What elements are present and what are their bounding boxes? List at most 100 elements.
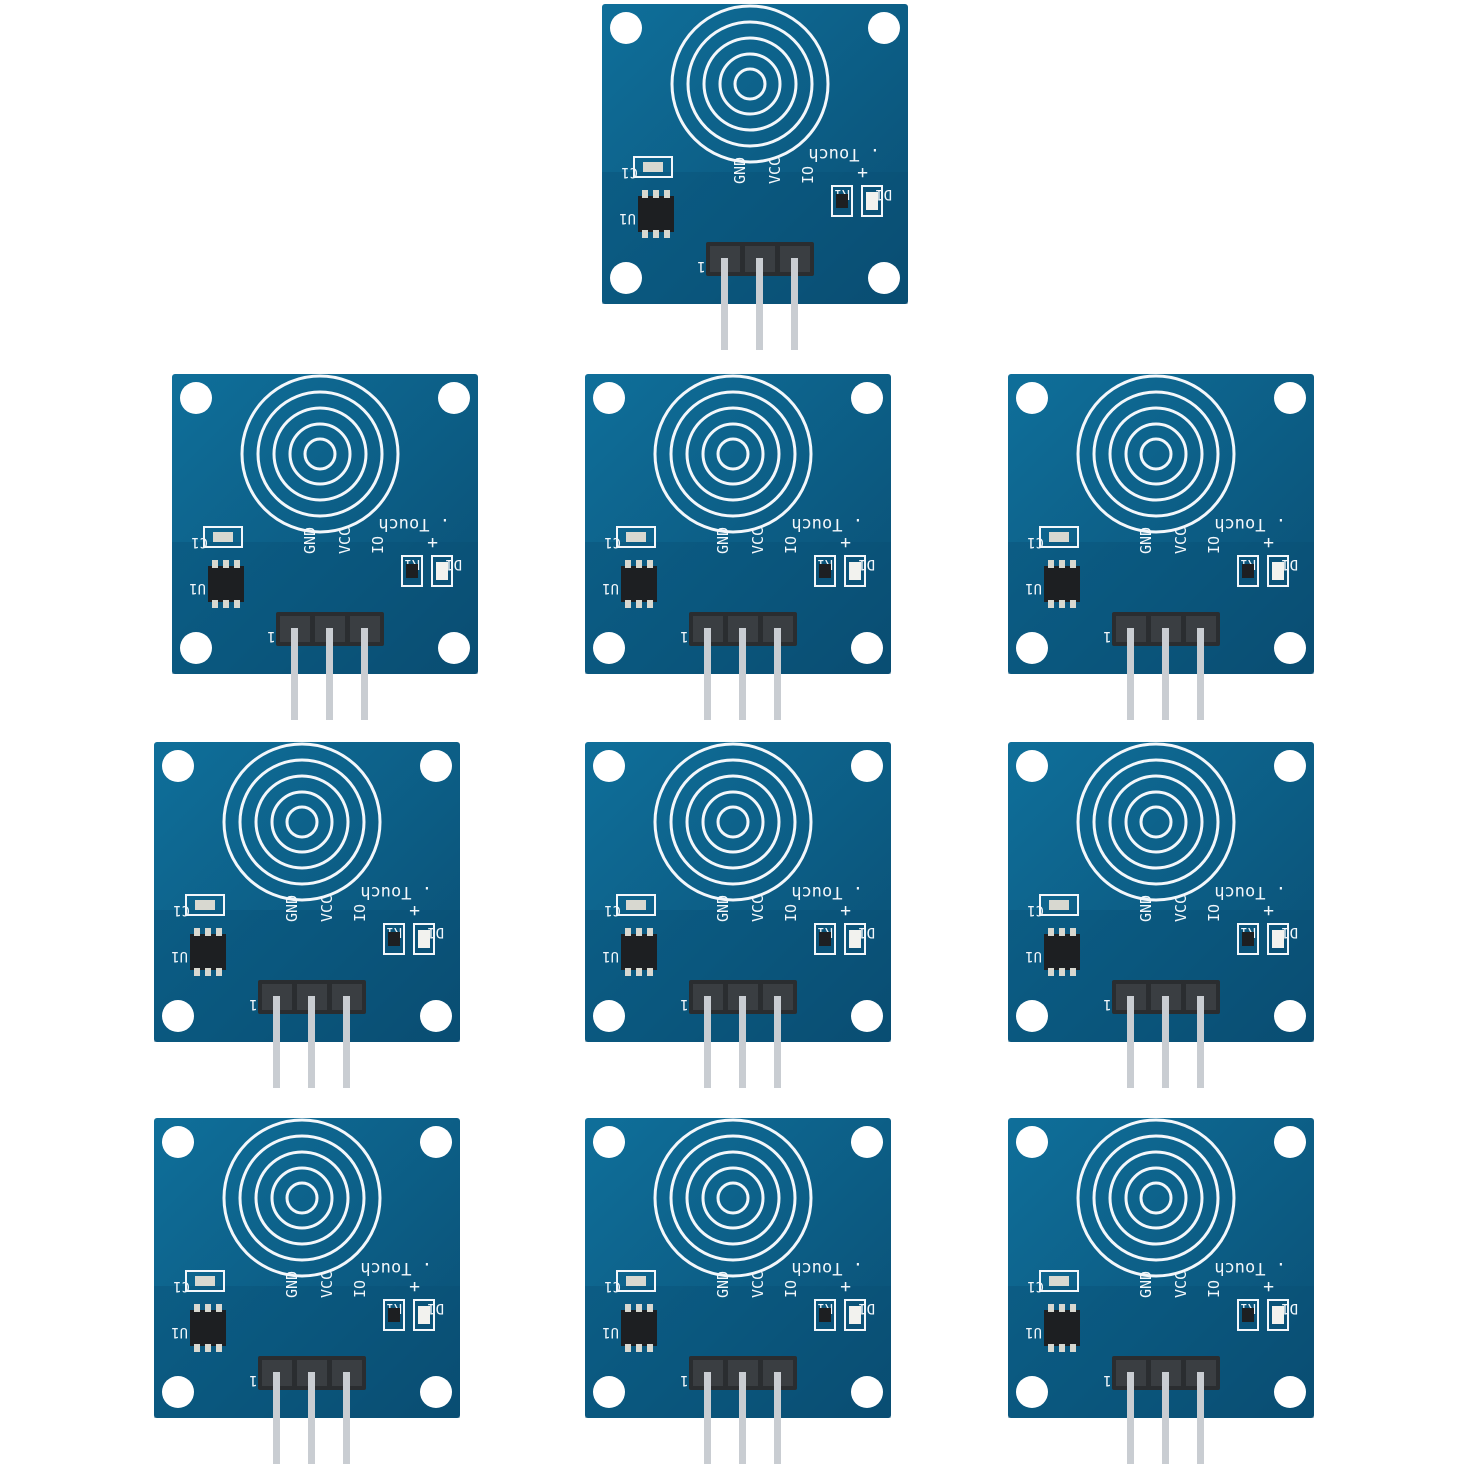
- pin-vcc-label: VCC: [1172, 895, 1190, 922]
- plus-sign: +: [857, 162, 868, 183]
- pin-io: [1197, 628, 1204, 720]
- mounting-hole: [851, 1376, 883, 1408]
- chip-label: U1: [619, 210, 636, 226]
- pin-gnd-label: GND: [714, 527, 732, 554]
- plus-sign: +: [840, 532, 851, 553]
- touch-label: . Touch: [378, 514, 450, 534]
- pin-header: [1112, 980, 1220, 1088]
- touch-sensor-module: . Touch C1 U1 D1 R1 + J1 IO VCC GND: [583, 372, 893, 722]
- pin-gnd: [704, 628, 711, 720]
- mounting-hole: [420, 750, 452, 782]
- pin-vcc-label: VCC: [1172, 527, 1190, 554]
- touch-sensor-module: . Touch C1 U1 D1 R1 + J1 IO VCC GND: [170, 372, 480, 722]
- touch-sensor-board-svg: . Touch C1 U1 D1 R1 + J1 IO VCC GND: [1008, 374, 1314, 720]
- pin-vcc-label: VCC: [749, 527, 767, 554]
- pin-header: [276, 612, 384, 720]
- touch-label: . Touch: [791, 514, 863, 534]
- capacitor-c1: [185, 894, 225, 916]
- pin-io-label: IO: [782, 536, 800, 554]
- plus-sign: +: [1263, 1276, 1274, 1297]
- plus-sign: +: [1263, 532, 1274, 553]
- capacitor-c1: [1039, 894, 1079, 916]
- mounting-hole: [593, 1126, 625, 1158]
- capacitor-c1: [616, 1270, 656, 1292]
- mounting-hole: [1016, 1000, 1048, 1032]
- pin-vcc-label: VCC: [318, 1271, 336, 1298]
- pin-io-label: IO: [369, 536, 387, 554]
- pin-io-label: IO: [782, 904, 800, 922]
- capacitor-c1: [616, 894, 656, 916]
- pin-io: [1197, 1372, 1204, 1464]
- led-label: D1: [427, 1300, 444, 1316]
- mounting-hole: [1016, 1376, 1048, 1408]
- led-label: D1: [875, 186, 892, 202]
- touch-sensor-module: . Touch C1 U1 D1 R1 + J1 IO VCC GND: [600, 2, 910, 352]
- pin-io: [774, 628, 781, 720]
- pin-vcc: [308, 996, 315, 1088]
- mounting-hole: [180, 632, 212, 664]
- mounting-hole: [438, 382, 470, 414]
- mounting-hole: [1274, 1376, 1306, 1408]
- chip-label: U1: [602, 1324, 619, 1340]
- pin-vcc-label: VCC: [749, 895, 767, 922]
- touch-sensor-module: . Touch C1 U1 D1 R1 + J1 IO VCC GND: [152, 740, 462, 1090]
- led-label: D1: [1281, 1300, 1298, 1316]
- mounting-hole: [868, 12, 900, 44]
- pin-gnd-label: GND: [731, 157, 749, 184]
- plus-sign: +: [409, 1276, 420, 1297]
- pin-header: [1112, 1356, 1220, 1464]
- pin-gnd-label: GND: [1137, 1271, 1155, 1298]
- pin-vcc: [739, 628, 746, 720]
- chip-label: U1: [602, 948, 619, 964]
- pin-vcc-label: VCC: [336, 527, 354, 554]
- mounting-hole: [1016, 1126, 1048, 1158]
- pin-vcc-label: VCC: [1172, 1271, 1190, 1298]
- pcb-body: [154, 1118, 460, 1418]
- capacitor-c1: [1039, 1270, 1079, 1292]
- mounting-hole: [593, 750, 625, 782]
- pin-vcc: [739, 1372, 746, 1464]
- plus-sign: +: [840, 900, 851, 921]
- touch-sensor-board-svg: . Touch C1 U1 D1 R1 + J1 IO VCC GND: [602, 4, 908, 350]
- resistor-r1: [814, 555, 836, 587]
- chip-u1: [621, 1304, 657, 1352]
- mounting-hole: [420, 1126, 452, 1158]
- pcb-body: [1008, 742, 1314, 1042]
- touch-sensor-board-svg: . Touch C1 U1 D1 R1 + J1 IO VCC GND: [585, 742, 891, 1088]
- pin-io: [343, 996, 350, 1088]
- touch-pad-rings: [653, 742, 813, 902]
- mounting-hole: [593, 632, 625, 664]
- pin-io-label: IO: [351, 1280, 369, 1298]
- led-d1: [1267, 923, 1289, 955]
- led-d1: [413, 1299, 435, 1331]
- chip-label: U1: [1025, 948, 1042, 964]
- touch-label: . Touch: [1214, 1258, 1286, 1278]
- touch-sensor-module: . Touch C1 U1 D1 R1 + J1 IO VCC GND: [1006, 1116, 1316, 1466]
- chip-label: U1: [171, 948, 188, 964]
- touch-label: . Touch: [791, 1258, 863, 1278]
- chip-u1: [638, 190, 674, 238]
- resistor-r1: [383, 1299, 405, 1331]
- led-d1: [413, 923, 435, 955]
- touch-sensor-board-svg: . Touch C1 U1 D1 R1 + J1 IO VCC GND: [172, 374, 478, 720]
- chip-u1: [190, 928, 226, 976]
- capacitor-c1: [185, 1270, 225, 1292]
- pin-header: [689, 612, 797, 720]
- mounting-hole: [1016, 632, 1048, 664]
- pin-gnd: [273, 996, 280, 1088]
- pin-vcc-label: VCC: [749, 1271, 767, 1298]
- pin-header: [258, 980, 366, 1088]
- led-d1: [844, 1299, 866, 1331]
- capacitor-c1: [203, 526, 243, 548]
- touch-label: . Touch: [1214, 514, 1286, 534]
- resistor-r1: [814, 1299, 836, 1331]
- plus-sign: +: [840, 1276, 851, 1297]
- chip-u1: [208, 560, 244, 608]
- led-d1: [1267, 1299, 1289, 1331]
- pin-vcc: [1162, 628, 1169, 720]
- pin-vcc: [326, 628, 333, 720]
- touch-sensor-module: . Touch C1 U1 D1 R1 + J1 IO VCC GND: [583, 740, 893, 1090]
- chip-label: U1: [1025, 580, 1042, 596]
- pin-gnd: [704, 996, 711, 1088]
